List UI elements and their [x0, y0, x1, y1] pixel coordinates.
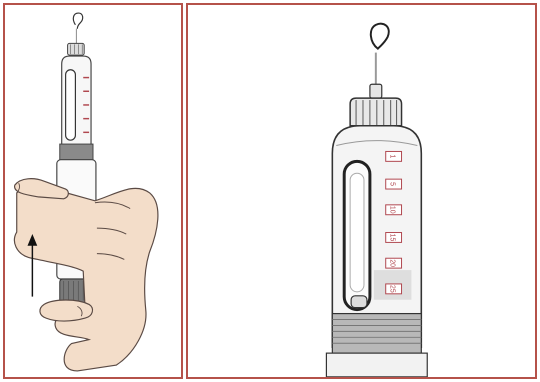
scale-label: 10: [389, 206, 396, 214]
needle-hub: [68, 43, 85, 55]
left-panel-hand-holding-pen: flu 005: [3, 3, 183, 379]
scale-label: 20: [389, 259, 396, 267]
cartridge-window: [66, 70, 76, 140]
stopper: [351, 296, 367, 308]
scale-mark-25: 25: [386, 284, 402, 294]
scale-label: 25: [389, 285, 396, 293]
scale-mark-20: 20: [386, 258, 402, 268]
right-panel-cartridge-closeup: 1 5 10 15 20: [186, 3, 537, 379]
thumb: [40, 300, 93, 321]
scale-mark-1: 1: [386, 151, 402, 161]
cartridge-closeup-illustration: 1 5 10 15 20: [188, 5, 535, 377]
scale-label: 5: [389, 182, 396, 186]
scale-mark-5: 5: [386, 179, 402, 189]
droplet-icon: [73, 13, 82, 29]
needle-tip: [370, 84, 382, 98]
cartridge-insulin: [350, 173, 364, 292]
droplet-icon: [371, 24, 389, 49]
needle-hub: [350, 98, 401, 126]
scale-label: 15: [389, 234, 396, 242]
scale-mark-10: 10: [386, 205, 402, 215]
pen-collar: [60, 144, 93, 160]
hand: [14, 187, 157, 371]
hand-pen-illustration: flu 005: [5, 5, 181, 377]
pen-collar: [326, 353, 427, 377]
scale-mark-15: 15: [386, 233, 402, 243]
scale-label: 1: [389, 154, 396, 158]
